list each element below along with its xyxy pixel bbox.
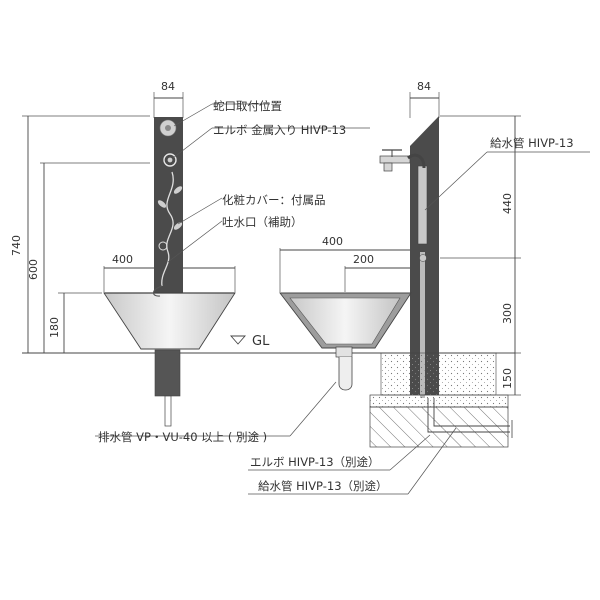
drain-pipe-label: 排水管 VP・VU-40 以上 ( 別途 ) [98, 430, 267, 444]
side-bowl-half-value: 200 [353, 253, 374, 266]
gl-label: GL [252, 334, 270, 349]
front-post [154, 117, 183, 295]
elbow-separate-label: エルボ HIVP-13（別途） [250, 455, 380, 469]
post-height-value: 600 [27, 259, 40, 280]
side-height-dimensions: 440 300 150 [440, 115, 521, 396]
elbow-metal-label: エルボ 金属入り HIVP-13 [213, 123, 346, 137]
side-base [369, 352, 513, 448]
side-post-width-dimension: 84 [409, 80, 440, 118]
total-height-dimension: 740 [10, 115, 150, 353]
middle-section-value: 300 [501, 303, 514, 324]
supply-pipe-separate-label: 給水管 HIVP-13（別途） [258, 479, 388, 493]
post-height-dimension: 600 [27, 162, 150, 353]
vine-ornament-icon [161, 171, 174, 287]
side-bowl-width-value: 400 [322, 235, 343, 248]
cover-included-label: 化粧カバー：付属品 [222, 193, 326, 207]
front-post-width-value: 84 [161, 80, 175, 93]
faucet-position-label: 蛇口取付位置 [213, 99, 282, 113]
faucet-icon [379, 149, 426, 172]
front-bowl-width-value: 400 [112, 253, 133, 266]
spout-auxiliary-label: 吐水口（補助） [222, 215, 303, 229]
side-bowl-half-dimension: 200 [344, 253, 411, 292]
side-bowl [279, 292, 412, 349]
bowl-height-dimension: 180 [48, 292, 102, 353]
supply-pipe-top-label: 給水管 HIVP-13 [490, 136, 574, 150]
side-post-width-value: 84 [417, 80, 431, 93]
bowl-height-value: 180 [48, 317, 61, 338]
front-drain-pipe [154, 349, 181, 427]
front-bowl [103, 285, 236, 350]
total-height-value: 740 [10, 235, 23, 256]
side-drain-trap [335, 346, 353, 391]
upper-section-value: 440 [501, 193, 514, 214]
base-section-value: 150 [501, 368, 514, 389]
gl-marker-icon [230, 335, 246, 345]
side-bowl-width-dimension: 400 [279, 235, 412, 292]
front-post-width-dimension: 84 [153, 80, 184, 118]
